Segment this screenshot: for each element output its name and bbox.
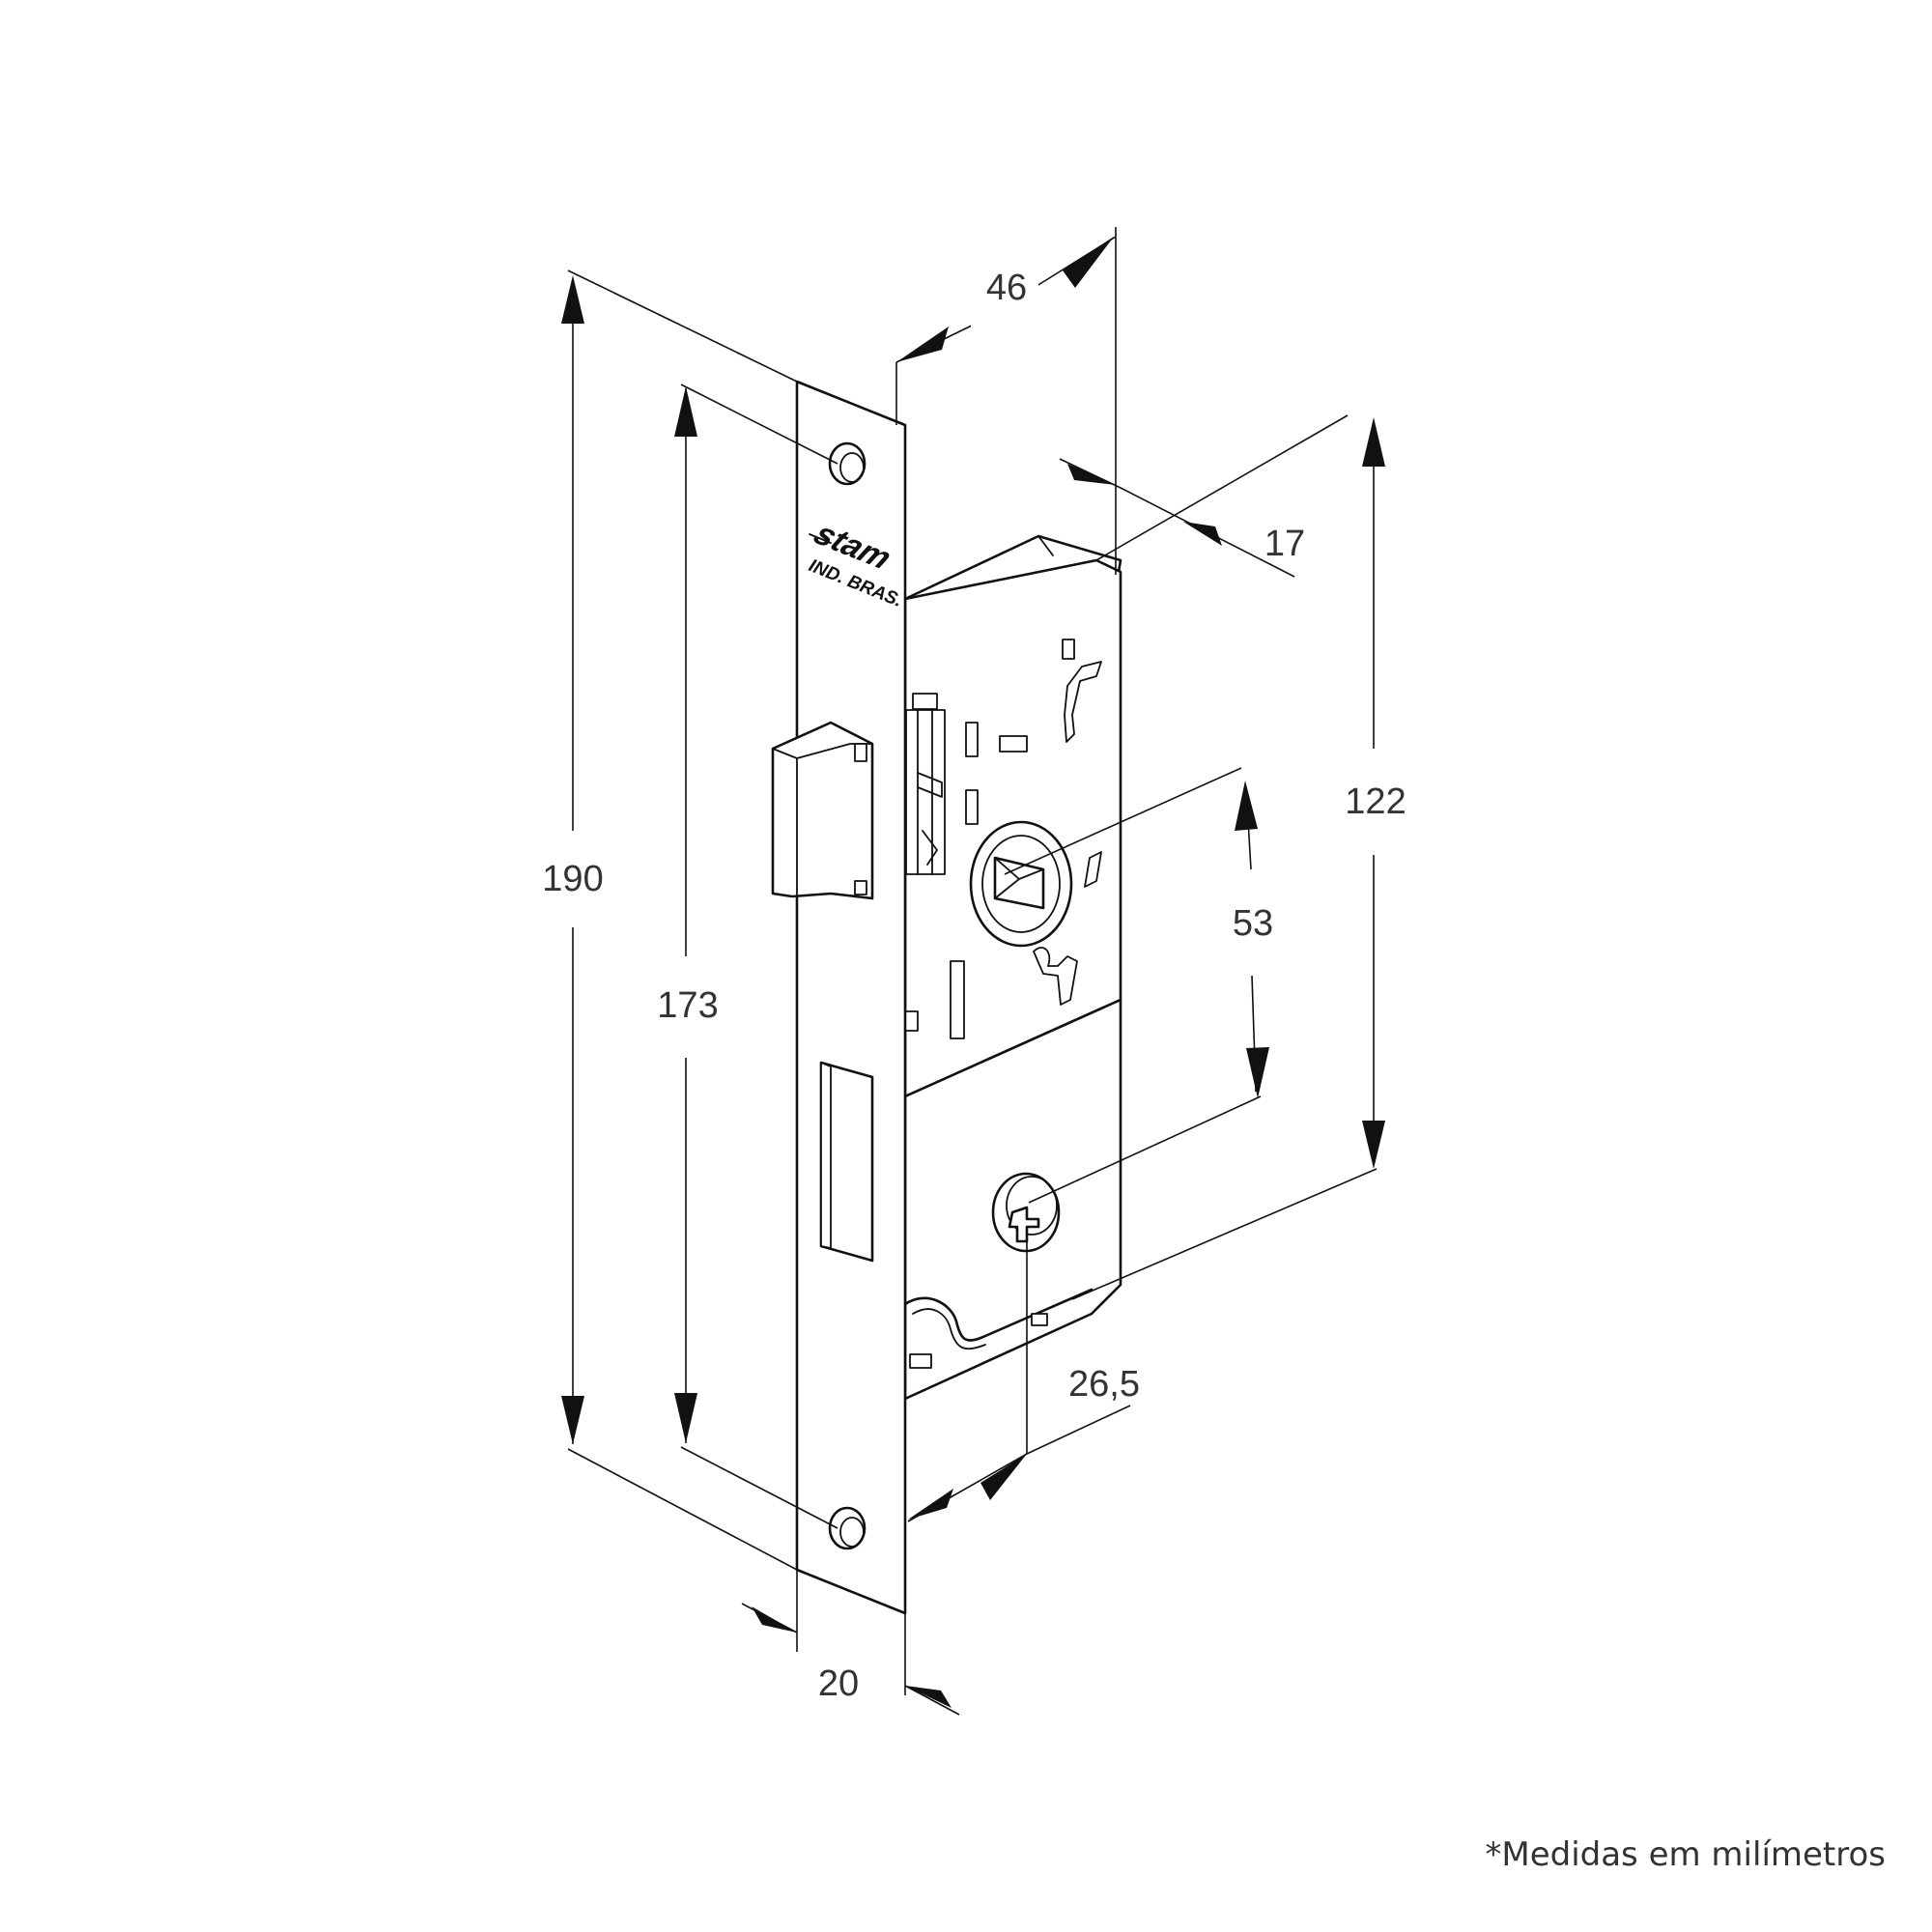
dim-faceplate-width: 20	[818, 1663, 859, 1704]
dim-body-depth: 46	[986, 268, 1027, 308]
deadbolt	[819, 1061, 874, 1263]
dimension-lines	[561, 227, 1385, 1716]
latch-bolt	[771, 721, 874, 900]
dim-spindle-to-cylinder: 53	[1233, 903, 1273, 944]
dimension-labels: 190 173 20 46 17 122 53 26,5	[529, 268, 1418, 1704]
dim-hole-spacing: 173	[657, 985, 718, 1026]
dim-backset: 26,5	[1068, 1364, 1140, 1405]
dim-body-thickness: 17	[1264, 524, 1305, 564]
case-internal-parts	[903, 639, 1102, 1369]
dim-total-height: 190	[542, 859, 603, 899]
dim-body-height: 122	[1345, 781, 1406, 822]
units-footnote: *Medidas em milímetros	[1485, 1835, 1886, 1874]
faceplate: stam IND. BRAS.	[771, 380, 907, 1615]
